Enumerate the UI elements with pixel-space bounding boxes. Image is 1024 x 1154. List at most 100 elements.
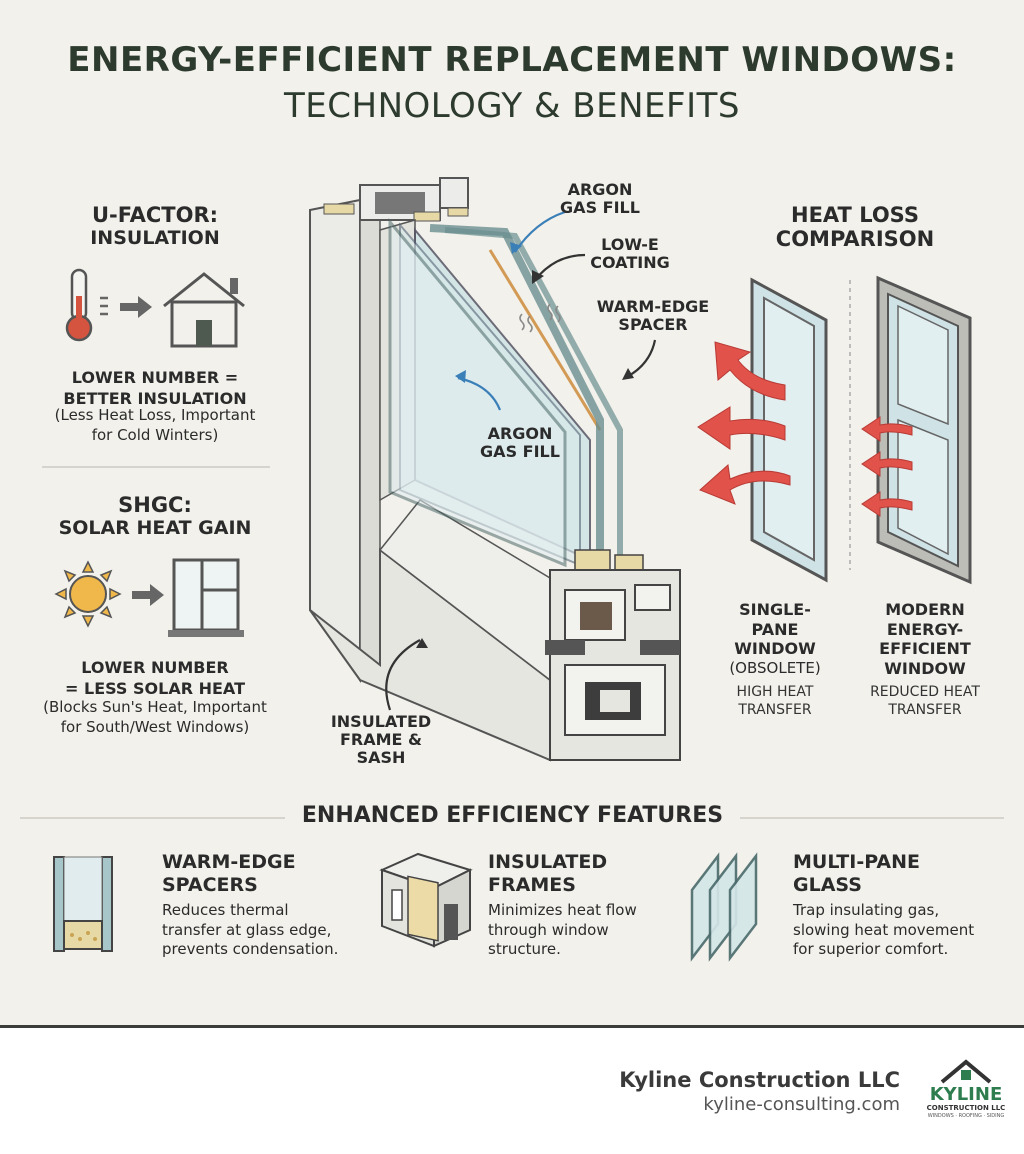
shgc-note: (Blocks Sun's Heat, Important for South/… xyxy=(30,698,280,737)
feature-3-text: Trap insulating gas, slowing heat moveme… xyxy=(793,901,974,960)
footer: Kyline Construction LLC kyline-consultin… xyxy=(0,1025,1024,1154)
feature-3-title-line2: GLASS xyxy=(793,873,862,896)
thermometer-icon xyxy=(65,268,93,342)
house-icon xyxy=(163,272,245,348)
feature-2-text: Minimizes heat flow through window struc… xyxy=(488,901,637,960)
low-e-line1: LOW-E xyxy=(601,235,659,254)
window-icon xyxy=(168,558,244,637)
ufactor-point-line1: LOWER NUMBER = xyxy=(71,368,239,387)
arrow-right-icon xyxy=(120,296,152,318)
ufactor-title: U-FACTOR: INSULATION xyxy=(40,203,270,249)
heat-arrow-icon xyxy=(697,341,791,505)
features-divider-right xyxy=(740,817,1004,819)
modern-window-line3: EFFICIENT xyxy=(879,639,971,659)
single-pane-window-icon xyxy=(750,277,828,583)
argon-top-line2: GAS FILL xyxy=(560,197,640,217)
single-pane-note: HIGH HEAT TRANSFER xyxy=(725,684,825,719)
comparison-title-line1: HEAT LOSS xyxy=(791,203,919,227)
ufactor-title-line1: U-FACTOR: xyxy=(91,203,219,227)
comparison-title: HEAT LOSS COMPARISON xyxy=(760,203,950,251)
ufactor-icons xyxy=(65,268,245,348)
modern-window-line2: ENERGY- xyxy=(886,619,964,639)
shgc-point-line1: LOWER NUMBER xyxy=(81,658,229,677)
warm-edge-line2: SPACER xyxy=(618,314,688,334)
single-pane-note-line1: HIGH HEAT xyxy=(736,684,814,700)
modern-window-note: REDUCED HEAT TRANSFER xyxy=(855,684,995,719)
logo-wordmark: KYLINE xyxy=(929,1084,1003,1105)
feature-1-title: WARM-EDGE SPACERS xyxy=(162,851,296,897)
frame-line2: FRAME & SASH xyxy=(339,729,422,767)
feature-1-text-line2: transfer at glass edge, xyxy=(162,920,332,939)
single-pane-line4: (OBSOLETE) xyxy=(729,658,821,677)
feature-2-title-line2: FRAMES xyxy=(488,873,576,896)
sun-icon xyxy=(54,560,122,628)
feature-2-title: INSULATED FRAMES xyxy=(488,851,607,897)
warm-edge-label: WARM-EDGE SPACER xyxy=(588,298,718,334)
ufactor-note-line1: (Less Heat Loss, Important xyxy=(54,406,256,424)
modern-window-note-line1: REDUCED HEAT xyxy=(870,684,980,700)
ufactor-point-line2: BETTER INSULATION xyxy=(63,388,247,408)
shgc-note-line1: (Blocks Sun's Heat, Important xyxy=(43,698,267,716)
feature-1-text-line3: prevents condensation. xyxy=(162,940,339,958)
company-logo: KYLINE CONSTRUCTION LLC WINDOWS · ROOFIN… xyxy=(922,1058,1010,1138)
feature-1-text: Reduces thermal transfer at glass edge, … xyxy=(162,901,338,960)
ufactor-note: (Less Heat Loss, Important for Cold Wint… xyxy=(30,406,280,445)
ufactor-point: LOWER NUMBER = BETTER INSULATION xyxy=(30,368,280,410)
feature-3-title-line1: MULTI-PANE xyxy=(793,851,920,873)
company-url[interactable]: kyline-consulting.com xyxy=(703,1094,900,1115)
feature-2-text-line1: Minimizes heat flow xyxy=(488,901,637,919)
modern-window-label: MODERN ENERGY- EFFICIENT WINDOW xyxy=(855,600,995,678)
shgc-icons xyxy=(54,558,244,637)
window-cross-section xyxy=(309,177,681,762)
argon-mid-label: ARGON GAS FILL xyxy=(470,425,570,461)
low-e-coating-line xyxy=(488,249,602,431)
brand-block: Kyline Construction LLC kyline-consultin… xyxy=(619,1068,900,1115)
glass-panes-icon xyxy=(690,852,758,962)
logo-tagline: WINDOWS · ROOFING · SIDING xyxy=(927,1113,1005,1120)
feature-3-text-line1: Trap insulating gas, xyxy=(793,901,940,919)
argon-top-line1: ARGON xyxy=(567,180,633,199)
company-name: Kyline Construction LLC xyxy=(619,1068,900,1092)
arrow-right-icon xyxy=(132,584,164,606)
logo-subtitle: CONSTRUCTION LLC xyxy=(926,1104,1006,1112)
frame-icon xyxy=(379,852,473,948)
argon-mid-line2: GAS FILL xyxy=(480,441,560,461)
heat-loss-illustration xyxy=(697,275,972,585)
feature-1-title-line1: WARM-EDGE xyxy=(162,851,296,873)
features-heading: ENHANCED EFFICIENCY FEATURES xyxy=(301,803,724,828)
shgc-point: LOWER NUMBER = LESS SOLAR HEAT xyxy=(30,658,280,700)
low-e-line2: COATING xyxy=(590,252,670,272)
infographic-poster: ENERGY-EFFICIENT REPLACEMENT WINDOWS: TE… xyxy=(20,40,1004,962)
frame-label: INSULATED FRAME & SASH xyxy=(316,713,446,767)
single-pane-label: SINGLE- PANE WINDOW (OBSOLETE) xyxy=(725,600,825,677)
frame-line1: INSULATED xyxy=(330,712,432,731)
frame-front-left xyxy=(359,188,381,682)
feature-2-text-line2: through window xyxy=(488,920,609,939)
modern-window-line1: MODERN xyxy=(885,600,965,619)
reduced-heat-arrow-icon xyxy=(861,416,913,517)
glass-pane-outer xyxy=(388,217,567,568)
shgc-title-line2: SOLAR HEAT GAIN xyxy=(58,516,252,539)
shgc-title: SHGC: SOLAR HEAT GAIN xyxy=(40,493,270,539)
low-e-label: LOW-E COATING xyxy=(570,236,690,272)
warm-edge-line1: WARM-EDGE xyxy=(596,297,710,316)
single-pane-note-line2: TRANSFER xyxy=(738,701,812,718)
page-subtitle: TECHNOLOGY & BENEFITS xyxy=(284,86,740,126)
shgc-note-line2: for South/West Windows) xyxy=(60,717,250,736)
page-title: ENERGY-EFFICIENT REPLACEMENT WINDOWS: xyxy=(67,40,957,80)
shgc-point-line2: = LESS SOLAR HEAT xyxy=(65,678,245,698)
argon-top-label: ARGON GAS FILL xyxy=(540,181,660,217)
logo-house-icon xyxy=(940,1059,992,1084)
feature-2-title-line1: INSULATED xyxy=(488,851,608,873)
single-pane-line1: SINGLE- xyxy=(739,600,811,619)
single-pane-line3: WINDOW xyxy=(734,639,816,659)
left-divider xyxy=(42,466,270,468)
ufactor-title-line2: INSULATION xyxy=(90,226,220,249)
modern-window-line4: WINDOW xyxy=(884,658,966,678)
shgc-title-line1: SHGC: xyxy=(118,493,192,517)
ufactor-dash-icon xyxy=(100,296,108,316)
ufactor-note-line2: for Cold Winters) xyxy=(91,425,219,444)
feature-3-title: MULTI-PANE GLASS xyxy=(793,851,920,897)
single-pane-line2: PANE xyxy=(751,619,799,639)
frame-arrow xyxy=(385,639,421,711)
